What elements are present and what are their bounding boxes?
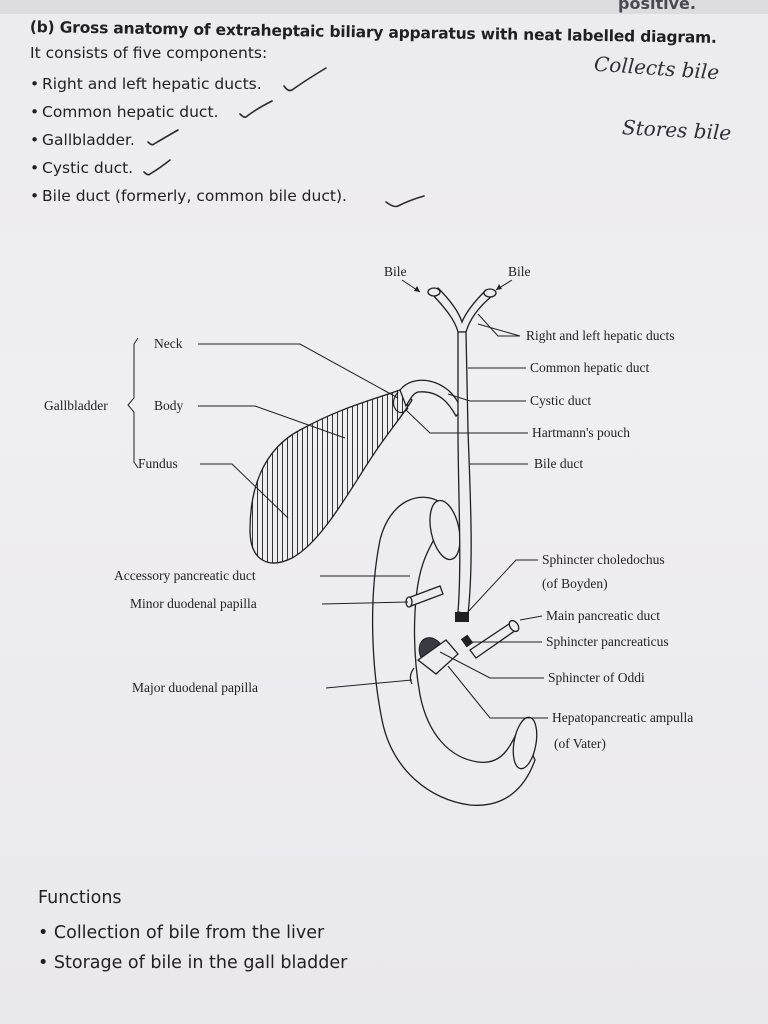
label-major-duodenal-papilla: Major duodenal papilla <box>132 680 258 695</box>
label-hepatic-ducts: Right and left hepatic ducts <box>526 328 674 343</box>
intro-text: It consists of five components: <box>30 44 268 62</box>
list-item: •Bile duct (formerly, common bile duct). <box>30 187 347 205</box>
check-mark-icon <box>239 100 273 118</box>
label-bile-right: Bile <box>508 264 531 279</box>
duodenum-lower-opening <box>512 716 538 770</box>
label-hartmanns-pouch: Hartmann's pouch <box>532 425 630 440</box>
main-duct-opening <box>508 619 520 633</box>
leader-line-sphincter-oddi <box>439 651 544 679</box>
hartmanns-pouch-shape <box>392 391 409 414</box>
label-accessory-pancreatic-duct: Accessory pancreatic duct <box>114 568 256 583</box>
label-main-pancreatic-duct: Main pancreatic duct <box>546 608 660 623</box>
leader-line-minor-papilla <box>321 601 409 605</box>
functions-section: Functions • Collection of bile from the … <box>38 888 347 978</box>
leader-line-major-papilla <box>325 679 413 689</box>
check-mark-icon <box>385 195 425 208</box>
functions-title: Functions <box>38 888 122 908</box>
list-item: •Cystic duct. <box>30 159 134 177</box>
label-minor-duodenal-papilla: Minor duodenal papilla <box>130 596 257 611</box>
label-fundus: Fundus <box>138 456 178 471</box>
tick-marks <box>143 67 425 208</box>
label-body: Body <box>154 398 184 413</box>
gallbladder-shape <box>249 389 413 564</box>
ampulla-shape <box>416 639 459 675</box>
leader-line-ampulla <box>447 665 548 719</box>
common-bile-duct-tube <box>457 331 472 615</box>
leader-line-body <box>198 405 346 439</box>
leader-line-hepatic-ducts-2 <box>477 323 521 337</box>
leader-line-cystic <box>447 393 526 402</box>
list-item: •Right and left hepatic ducts. <box>30 75 262 93</box>
components-list: •Right and left hepatic ducts. •Common h… <box>30 70 347 210</box>
label-hepatopancreatic-ampulla-sub: (of Vater) <box>554 736 606 751</box>
list-item: •Common hepatic duct. <box>30 103 219 121</box>
check-mark-icon <box>147 129 179 146</box>
check-mark-icon <box>283 67 327 92</box>
left-duct-opening <box>427 287 441 297</box>
functions-list: • Collection of bile from the liver • St… <box>38 918 347 978</box>
sphincter-choledochus-band <box>455 612 469 622</box>
label-sphincter-of-oddi: Sphincter of Oddi <box>548 670 645 685</box>
arrowhead-icon <box>414 286 420 292</box>
biliary-apparatus-diagram: Gallbladder Neck Body Fundus Accessory p… <box>44 264 693 806</box>
leader-line-neck <box>198 343 399 399</box>
label-common-hepatic-duct: Common hepatic duct <box>530 360 649 375</box>
list-item: • Collection of bile from the liver <box>38 923 325 943</box>
cystic-duct-shape <box>399 379 463 418</box>
sphincter-pancreaticus-band <box>460 634 474 648</box>
label-sphincter-choledochus-sub: (of Boyden) <box>542 576 608 591</box>
label-cystic-duct: Cystic duct <box>530 393 591 408</box>
leader-line-sphincter-choledochus <box>465 559 538 615</box>
header-fragment: positive. <box>618 0 696 13</box>
previous-page-strip <box>0 0 768 14</box>
leader-line-hartmann <box>405 409 528 434</box>
duodenum-upper-opening <box>429 499 461 561</box>
arrowhead-icon <box>496 284 502 290</box>
label-gallbladder: Gallbladder <box>44 398 108 413</box>
list-item: •Gallbladder. <box>30 131 135 149</box>
gallbladder-bracket <box>127 337 139 469</box>
list-item: • Storage of bile in the gall bladder <box>38 953 348 973</box>
label-hepatopancreatic-ampulla: Hepatopancreatic ampulla <box>552 710 693 725</box>
label-bile-duct: Bile duct <box>534 456 583 471</box>
label-neck: Neck <box>154 336 183 351</box>
leader-line-fundus <box>200 463 289 519</box>
leader-line-hepatic-ducts <box>477 313 520 337</box>
label-sphincter-pancreaticus: Sphincter pancreaticus <box>546 634 669 649</box>
label-sphincter-choledochus: Sphincter choledochus <box>542 552 665 567</box>
check-mark-icon <box>143 159 171 176</box>
leader-line-main-pancreatic <box>519 615 543 621</box>
label-bile-left: Bile <box>384 264 407 279</box>
right-duct-opening <box>483 288 497 298</box>
duodenum-shape <box>371 496 536 806</box>
major-papilla-shape <box>409 667 415 685</box>
main-pancreatic-duct-shape <box>469 621 517 659</box>
